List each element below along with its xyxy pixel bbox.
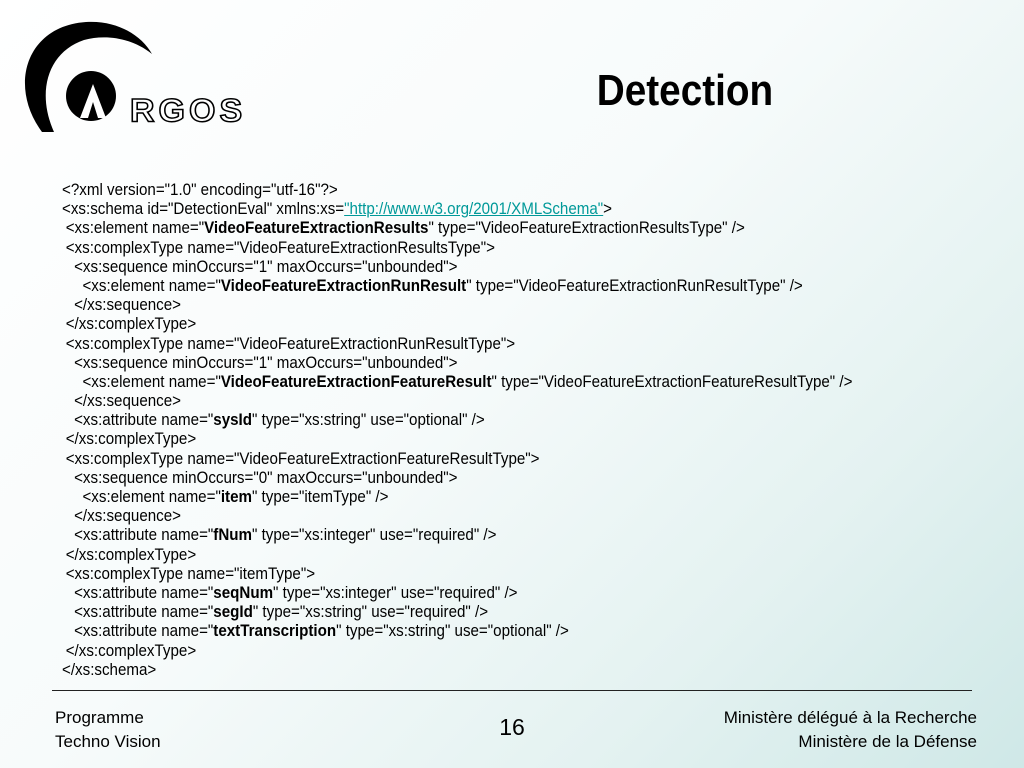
xml-code-block: <?xml version="1.0" encoding="utf-16"?><…	[62, 181, 899, 680]
code-line: <xs:sequence minOccurs="1" maxOccurs="un…	[62, 354, 899, 373]
element-name-bold: segId	[213, 603, 253, 622]
code-line: <xs:sequence minOccurs="0" maxOccurs="un…	[62, 469, 899, 488]
code-line: <xs:element name="VideoFeatureExtraction…	[62, 219, 899, 238]
code-line: <xs:schema id="DetectionEval" xmlns:xs="…	[62, 200, 899, 219]
code-text: </xs:complexType>	[65, 430, 197, 449]
page-number: 16	[499, 714, 525, 740]
code-text: <xs:sequence minOccurs="0" maxOccurs="un…	[74, 468, 458, 487]
code-line: </xs:sequence>	[62, 392, 899, 411]
element-name-bold: VideoFeatureExtractionFeatureResult	[220, 372, 492, 391]
code-text: " type="itemType" />	[251, 488, 389, 506]
code-text: >	[603, 200, 613, 219]
code-text: <xs:element name="	[65, 219, 205, 238]
code-text: " type="VideoFeatureExtractionFeatureRes…	[491, 372, 853, 391]
code-line: <xs:element name="VideoFeatureExtraction…	[62, 277, 899, 296]
code-text: <xs:element name="	[82, 276, 221, 295]
code-text: " type="VideoFeatureExtractionRunResultT…	[466, 276, 803, 295]
element-name-bold: VideoFeatureExtractionRunResult	[220, 276, 467, 295]
code-line: <xs:element name="item" type="itemType" …	[62, 488, 899, 507]
footer-ministry-research: Ministère délégué à la Recherche	[723, 708, 977, 727]
code-text: " type="xs:string" use="optional" />	[252, 411, 485, 430]
code-text: <xs:complexType name="VideoFeatureExtrac…	[65, 238, 495, 257]
code-line: </xs:schema>	[62, 661, 899, 680]
code-text: </xs:complexType>	[65, 315, 197, 334]
code-line: <xs:attribute name="segId" type="xs:stri…	[62, 603, 899, 622]
logo-text: RGOS	[129, 92, 247, 130]
code-line: <?xml version="1.0" encoding="utf-16"?>	[62, 181, 899, 200]
element-name-bold: VideoFeatureExtractionResults	[204, 219, 429, 238]
code-line: <xs:attribute name="textTranscription" t…	[62, 622, 899, 641]
code-text: <xs:schema id="DetectionEval" xmlns:xs=	[62, 200, 345, 219]
footer-ministry-defense: Ministère de la Défense	[798, 732, 977, 751]
code-line: <xs:complexType name="VideoFeatureExtrac…	[62, 450, 899, 469]
code-text: <xs:attribute name="	[74, 583, 214, 602]
footer-left: Programme Techno Vision	[55, 706, 161, 754]
code-text: </xs:complexType>	[65, 641, 197, 660]
element-name-bold: fNum	[213, 526, 252, 545]
code-text: </xs:sequence>	[74, 296, 182, 315]
code-text: " type="xs:integer" use="required" />	[251, 526, 497, 545]
code-text: <xs:complexType name="VideoFeatureExtrac…	[65, 449, 540, 468]
code-text: <xs:element name="	[82, 372, 221, 391]
code-line: <xs:attribute name="seqNum" type="xs:int…	[62, 584, 899, 603]
code-text: <xs:attribute name="	[74, 411, 214, 430]
code-text: <xs:complexType name="VideoFeatureExtrac…	[65, 334, 516, 353]
element-name-bold: sysId	[213, 411, 253, 430]
footer-right: Ministère délégué à la Recherche Ministè…	[724, 706, 977, 754]
code-text: <xs:element name="	[82, 488, 221, 506]
code-line: </xs:complexType>	[62, 642, 899, 661]
code-text: </xs:complexType>	[65, 545, 197, 564]
code-text: " type="xs:integer" use="required" />	[273, 583, 518, 602]
code-text: " type="xs:string" use="optional" />	[336, 622, 569, 641]
code-line: <xs:complexType name="VideoFeatureExtrac…	[62, 335, 899, 354]
code-text: <?xml version="1.0" encoding="utf-16"?>	[62, 181, 338, 199]
code-text: </xs:sequence>	[74, 507, 182, 526]
code-text: <xs:sequence minOccurs="1" maxOccurs="un…	[74, 353, 458, 372]
code-line: </xs:complexType>	[62, 315, 899, 334]
code-text: <xs:sequence minOccurs="1" maxOccurs="un…	[74, 257, 458, 276]
element-name-bold: item	[220, 488, 252, 506]
code-line: </xs:sequence>	[62, 296, 899, 315]
footer-program-name: Techno Vision	[55, 732, 161, 751]
schema-url-link[interactable]: "http://www.w3.org/2001/XMLSchema"	[344, 200, 604, 219]
element-name-bold: seqNum	[213, 583, 274, 602]
footer-program-label: Programme	[55, 708, 144, 727]
code-text: </xs:schema>	[62, 660, 157, 679]
code-line: <xs:sequence minOccurs="1" maxOccurs="un…	[62, 258, 899, 277]
code-line: <xs:attribute name="sysId" type="xs:stri…	[62, 411, 899, 430]
code-text: " type="VideoFeatureExtractionResultsTyp…	[428, 219, 745, 238]
code-text: <xs:attribute name="	[74, 603, 214, 622]
code-line: <xs:element name="VideoFeatureExtraction…	[62, 373, 899, 392]
footer-divider	[52, 690, 972, 691]
code-line: </xs:complexType>	[62, 430, 899, 449]
argos-logo: RGOS	[14, 14, 284, 144]
slide-title: Detection	[596, 66, 774, 115]
argos-swoosh-icon	[24, 21, 153, 132]
code-text: <xs:attribute name="	[74, 622, 214, 641]
code-line: <xs:complexType name="VideoFeatureExtrac…	[62, 239, 899, 258]
code-line: <xs:attribute name="fNum" type="xs:integ…	[62, 526, 899, 545]
element-name-bold: textTranscription	[213, 622, 337, 641]
code-text: <xs:complexType name="itemType">	[65, 564, 316, 583]
code-text: </xs:sequence>	[74, 392, 182, 411]
code-text: <xs:attribute name="	[74, 526, 214, 545]
code-text: " type="xs:string" use="required" />	[252, 603, 489, 622]
code-line: </xs:sequence>	[62, 507, 899, 526]
code-line: <xs:complexType name="itemType">	[62, 565, 899, 584]
code-line: </xs:complexType>	[62, 546, 899, 565]
